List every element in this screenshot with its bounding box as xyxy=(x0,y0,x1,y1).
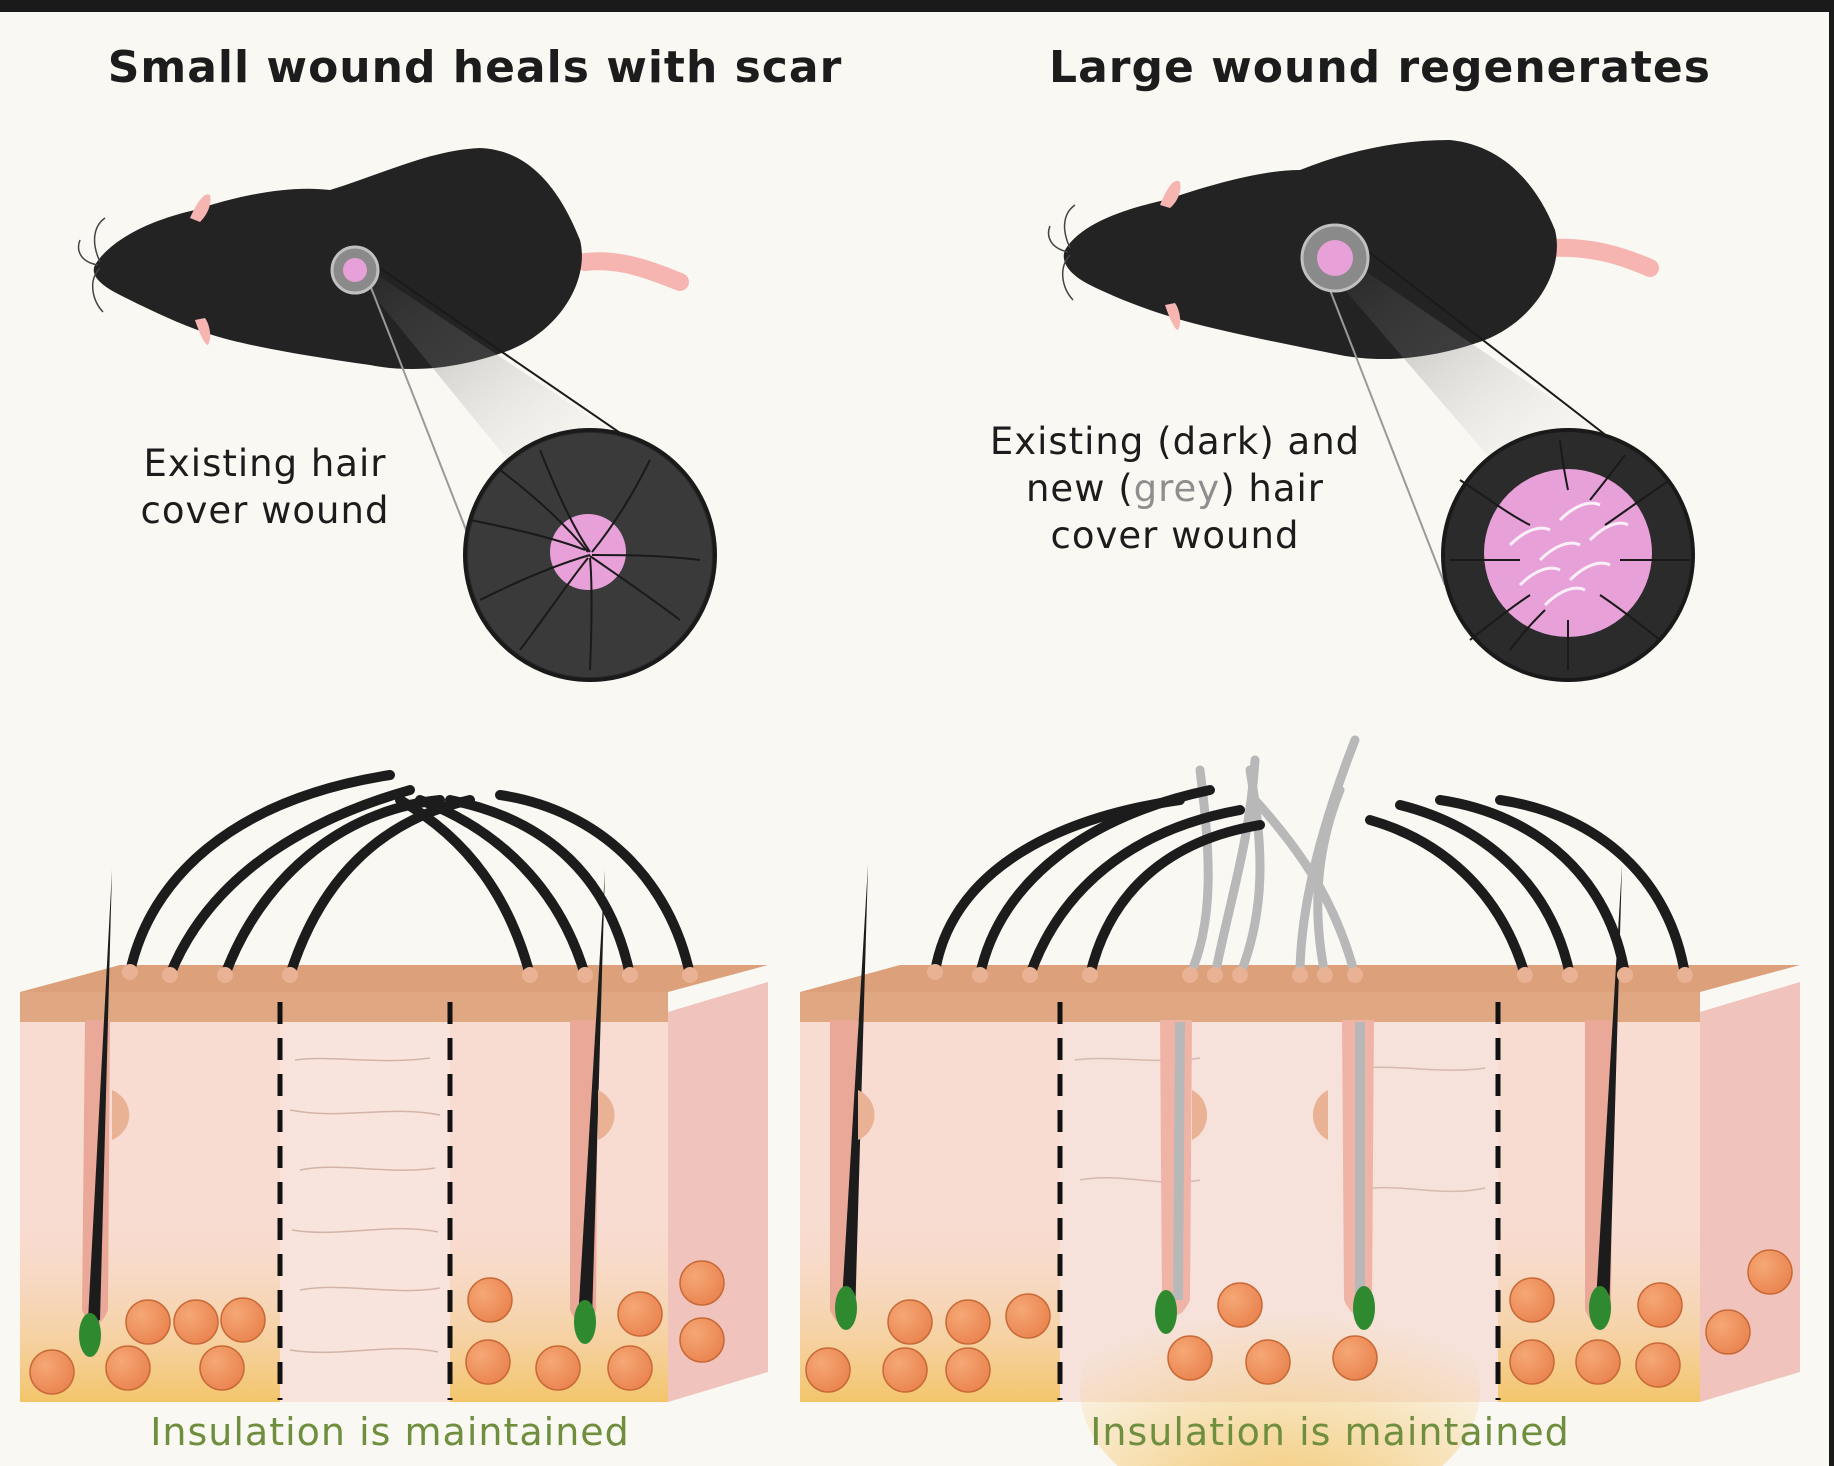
left-follicle-2 xyxy=(570,870,615,1344)
left-scar-zone xyxy=(280,1022,450,1402)
right-zoom-cone xyxy=(1320,240,1620,470)
right-wound-magnified xyxy=(1441,428,1695,682)
right-footer-caption: Insulation is maintained xyxy=(1090,1410,1570,1454)
right-stem-cell-3 xyxy=(1353,1286,1375,1330)
right-wound-pink xyxy=(1484,469,1652,637)
left-panel-title: Small wound heals with scar xyxy=(107,42,843,93)
right-caption-line-2-post: ) hair xyxy=(1220,467,1325,510)
left-stem-cell-1 xyxy=(79,1313,101,1357)
right-follicle-existing-1 xyxy=(830,865,875,1330)
right-mouse-ear-bottom xyxy=(1165,303,1181,330)
left-zoom-line-2 xyxy=(364,257,646,451)
left-mouse-ear-bottom xyxy=(195,318,211,345)
left-mouse-whiskers xyxy=(77,217,106,313)
right-zoom-line-1 xyxy=(1329,289,1446,586)
right-mouse-whiskers xyxy=(1047,204,1076,301)
left-zoom-line-1 xyxy=(369,284,471,541)
right-follicle-existing-2 xyxy=(1585,865,1622,1330)
left-skin-block xyxy=(20,770,768,1402)
right-caption-line-1: Existing (dark) and xyxy=(989,420,1361,463)
left-zoom-cone xyxy=(340,250,640,475)
right-caption-line-2-pre: new ( xyxy=(1025,467,1134,510)
left-arching-hairs xyxy=(125,770,695,980)
right-arching-hairs xyxy=(930,785,1690,980)
grey-word: grey xyxy=(1133,467,1221,510)
right-stem-cell-1 xyxy=(835,1286,857,1330)
right-follicle-new-2 xyxy=(1313,1020,1375,1330)
right-adipocytes xyxy=(805,1249,1793,1393)
right-mouse-ear-top xyxy=(1160,180,1181,208)
left-mouse-tail xyxy=(576,252,689,291)
right-stem-cell-4 xyxy=(1589,1286,1611,1330)
left-wound-magnified xyxy=(463,428,717,682)
right-new-grey-hairs xyxy=(1185,735,1360,980)
left-caption-line-2: cover wound xyxy=(140,489,390,532)
right-skin-block xyxy=(800,735,1800,1466)
right-mouse xyxy=(1047,140,1659,586)
left-caption-line-1: Existing hair xyxy=(143,442,387,485)
right-border xyxy=(1829,0,1834,1466)
right-panel-title: Large wound regenerates xyxy=(1049,42,1711,93)
left-adipocytes xyxy=(29,1260,725,1395)
left-mouse-ear-top xyxy=(190,194,211,222)
left-mouse xyxy=(77,148,689,541)
right-zoom-line-2 xyxy=(1359,244,1626,451)
left-hair-caption: Existing hair cover wound xyxy=(120,440,410,534)
left-follicle-1 xyxy=(79,870,130,1357)
top-border xyxy=(0,0,1834,12)
right-mouse-tail xyxy=(1541,238,1659,277)
right-follicle-new-1 xyxy=(1155,1020,1207,1334)
left-stem-cell-2 xyxy=(574,1300,596,1344)
right-epidermis xyxy=(800,992,1700,1022)
right-skin-side xyxy=(1700,982,1800,1402)
right-stem-cell-2 xyxy=(1155,1290,1177,1334)
right-caption-line-2: new (grey) hair xyxy=(965,465,1385,512)
right-hair-caption: Existing (dark) and new (grey) hair cove… xyxy=(965,418,1385,559)
right-caption-line-3: cover wound xyxy=(1050,514,1300,557)
left-epidermis xyxy=(20,992,668,1022)
left-footer-caption: Insulation is maintained xyxy=(150,1410,630,1454)
